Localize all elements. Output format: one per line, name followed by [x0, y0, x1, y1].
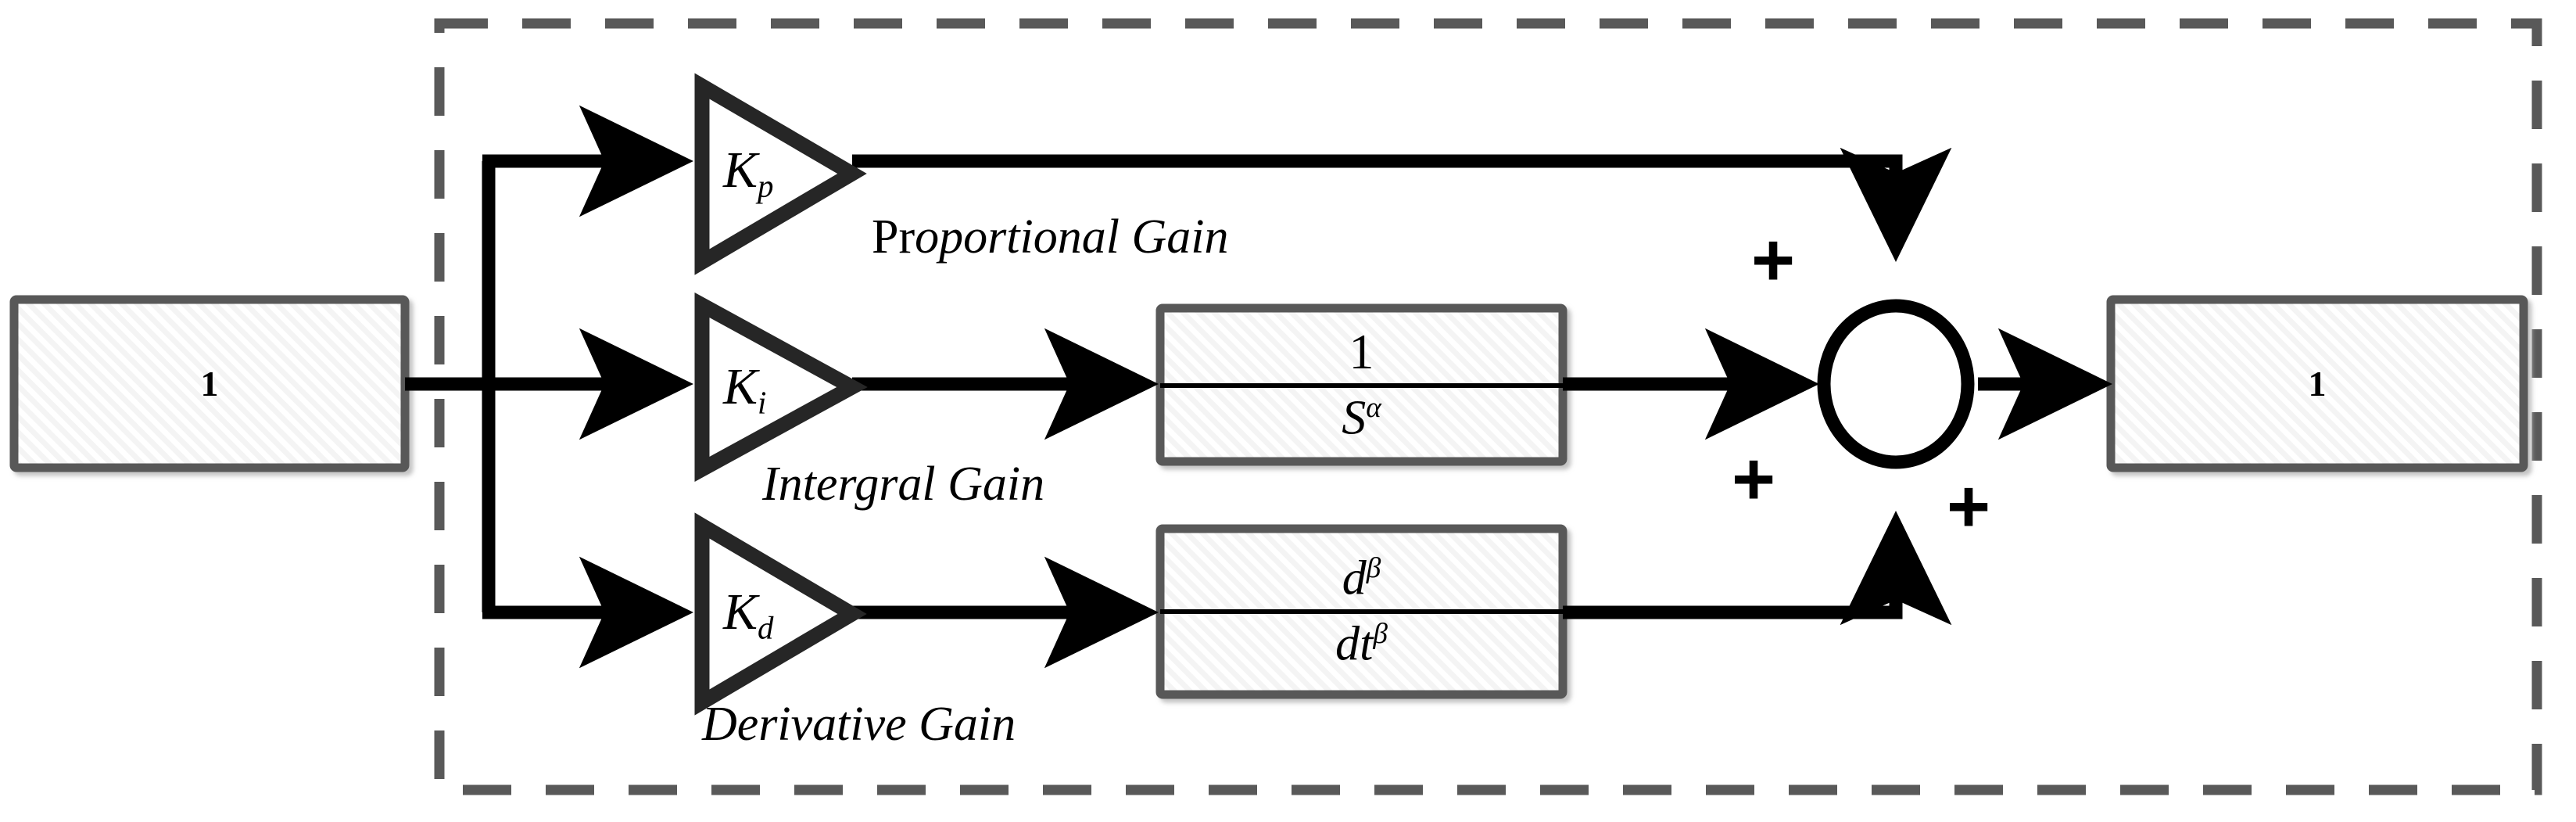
proportional-gain-symbol: Kp — [723, 145, 773, 203]
integral-gain-symbol: Ki — [723, 361, 766, 419]
kd-subscript: d — [758, 610, 774, 646]
derivative-gain-symbol: Kd — [723, 587, 773, 644]
integral-denominator-exponent: α — [1366, 391, 1381, 424]
wire-derivative-to-sum — [1563, 510, 1952, 626]
derivative-denominator: dtβ — [1327, 619, 1395, 669]
integral-denominator-base: S — [1342, 391, 1367, 445]
sum-sign-proportional: + — [1751, 218, 1796, 302]
ki-subscript: i — [758, 385, 767, 421]
sum-sign-derivative: + — [1947, 465, 1991, 548]
derivative-denominator-exponent: β — [1373, 618, 1388, 650]
controller-dashed-boundary — [434, 18, 2542, 795]
kp-base: K — [723, 142, 758, 199]
proportional-caption-prefix: Pr — [872, 210, 915, 264]
derivative-fraction-bar — [1160, 609, 1563, 614]
integral-numerator: 1 — [1349, 324, 1374, 380]
output-block-value: 1 — [2308, 363, 2327, 404]
summing-junction-circle — [1817, 299, 1975, 469]
input-block-value: 1 — [200, 363, 219, 404]
derivative-numerator-base: d — [1342, 551, 1367, 605]
proportional-caption-rest: oportional Gain — [915, 210, 1229, 264]
integral-gain-caption: Intergral Gain — [762, 458, 1045, 511]
proportional-gain-caption: Proportional Gain — [872, 213, 1228, 261]
proportional-gain-triangle — [694, 73, 867, 275]
derivative-transfer-expression: dβ dtβ — [1160, 529, 1563, 695]
derivative-denominator-base: dt — [1335, 617, 1374, 671]
derivative-gain-caption: Derivative Gain — [702, 698, 1016, 751]
derivative-numerator-exponent: β — [1366, 552, 1381, 585]
integral-transfer-expression: 1 Sα — [1160, 308, 1563, 461]
wire-proportional-to-sum — [852, 147, 1952, 263]
derivative-gain-triangle — [694, 512, 867, 716]
integral-fraction-bar — [1160, 382, 1563, 388]
integral-denominator: Sα — [1334, 393, 1389, 443]
sum-sign-integral: + — [1732, 437, 1776, 521]
derivative-numerator: dβ — [1335, 554, 1389, 604]
integral-gain-triangle — [694, 292, 868, 483]
ki-base: K — [723, 358, 758, 415]
kd-base: K — [723, 583, 758, 641]
kp-subscript: p — [758, 168, 774, 204]
